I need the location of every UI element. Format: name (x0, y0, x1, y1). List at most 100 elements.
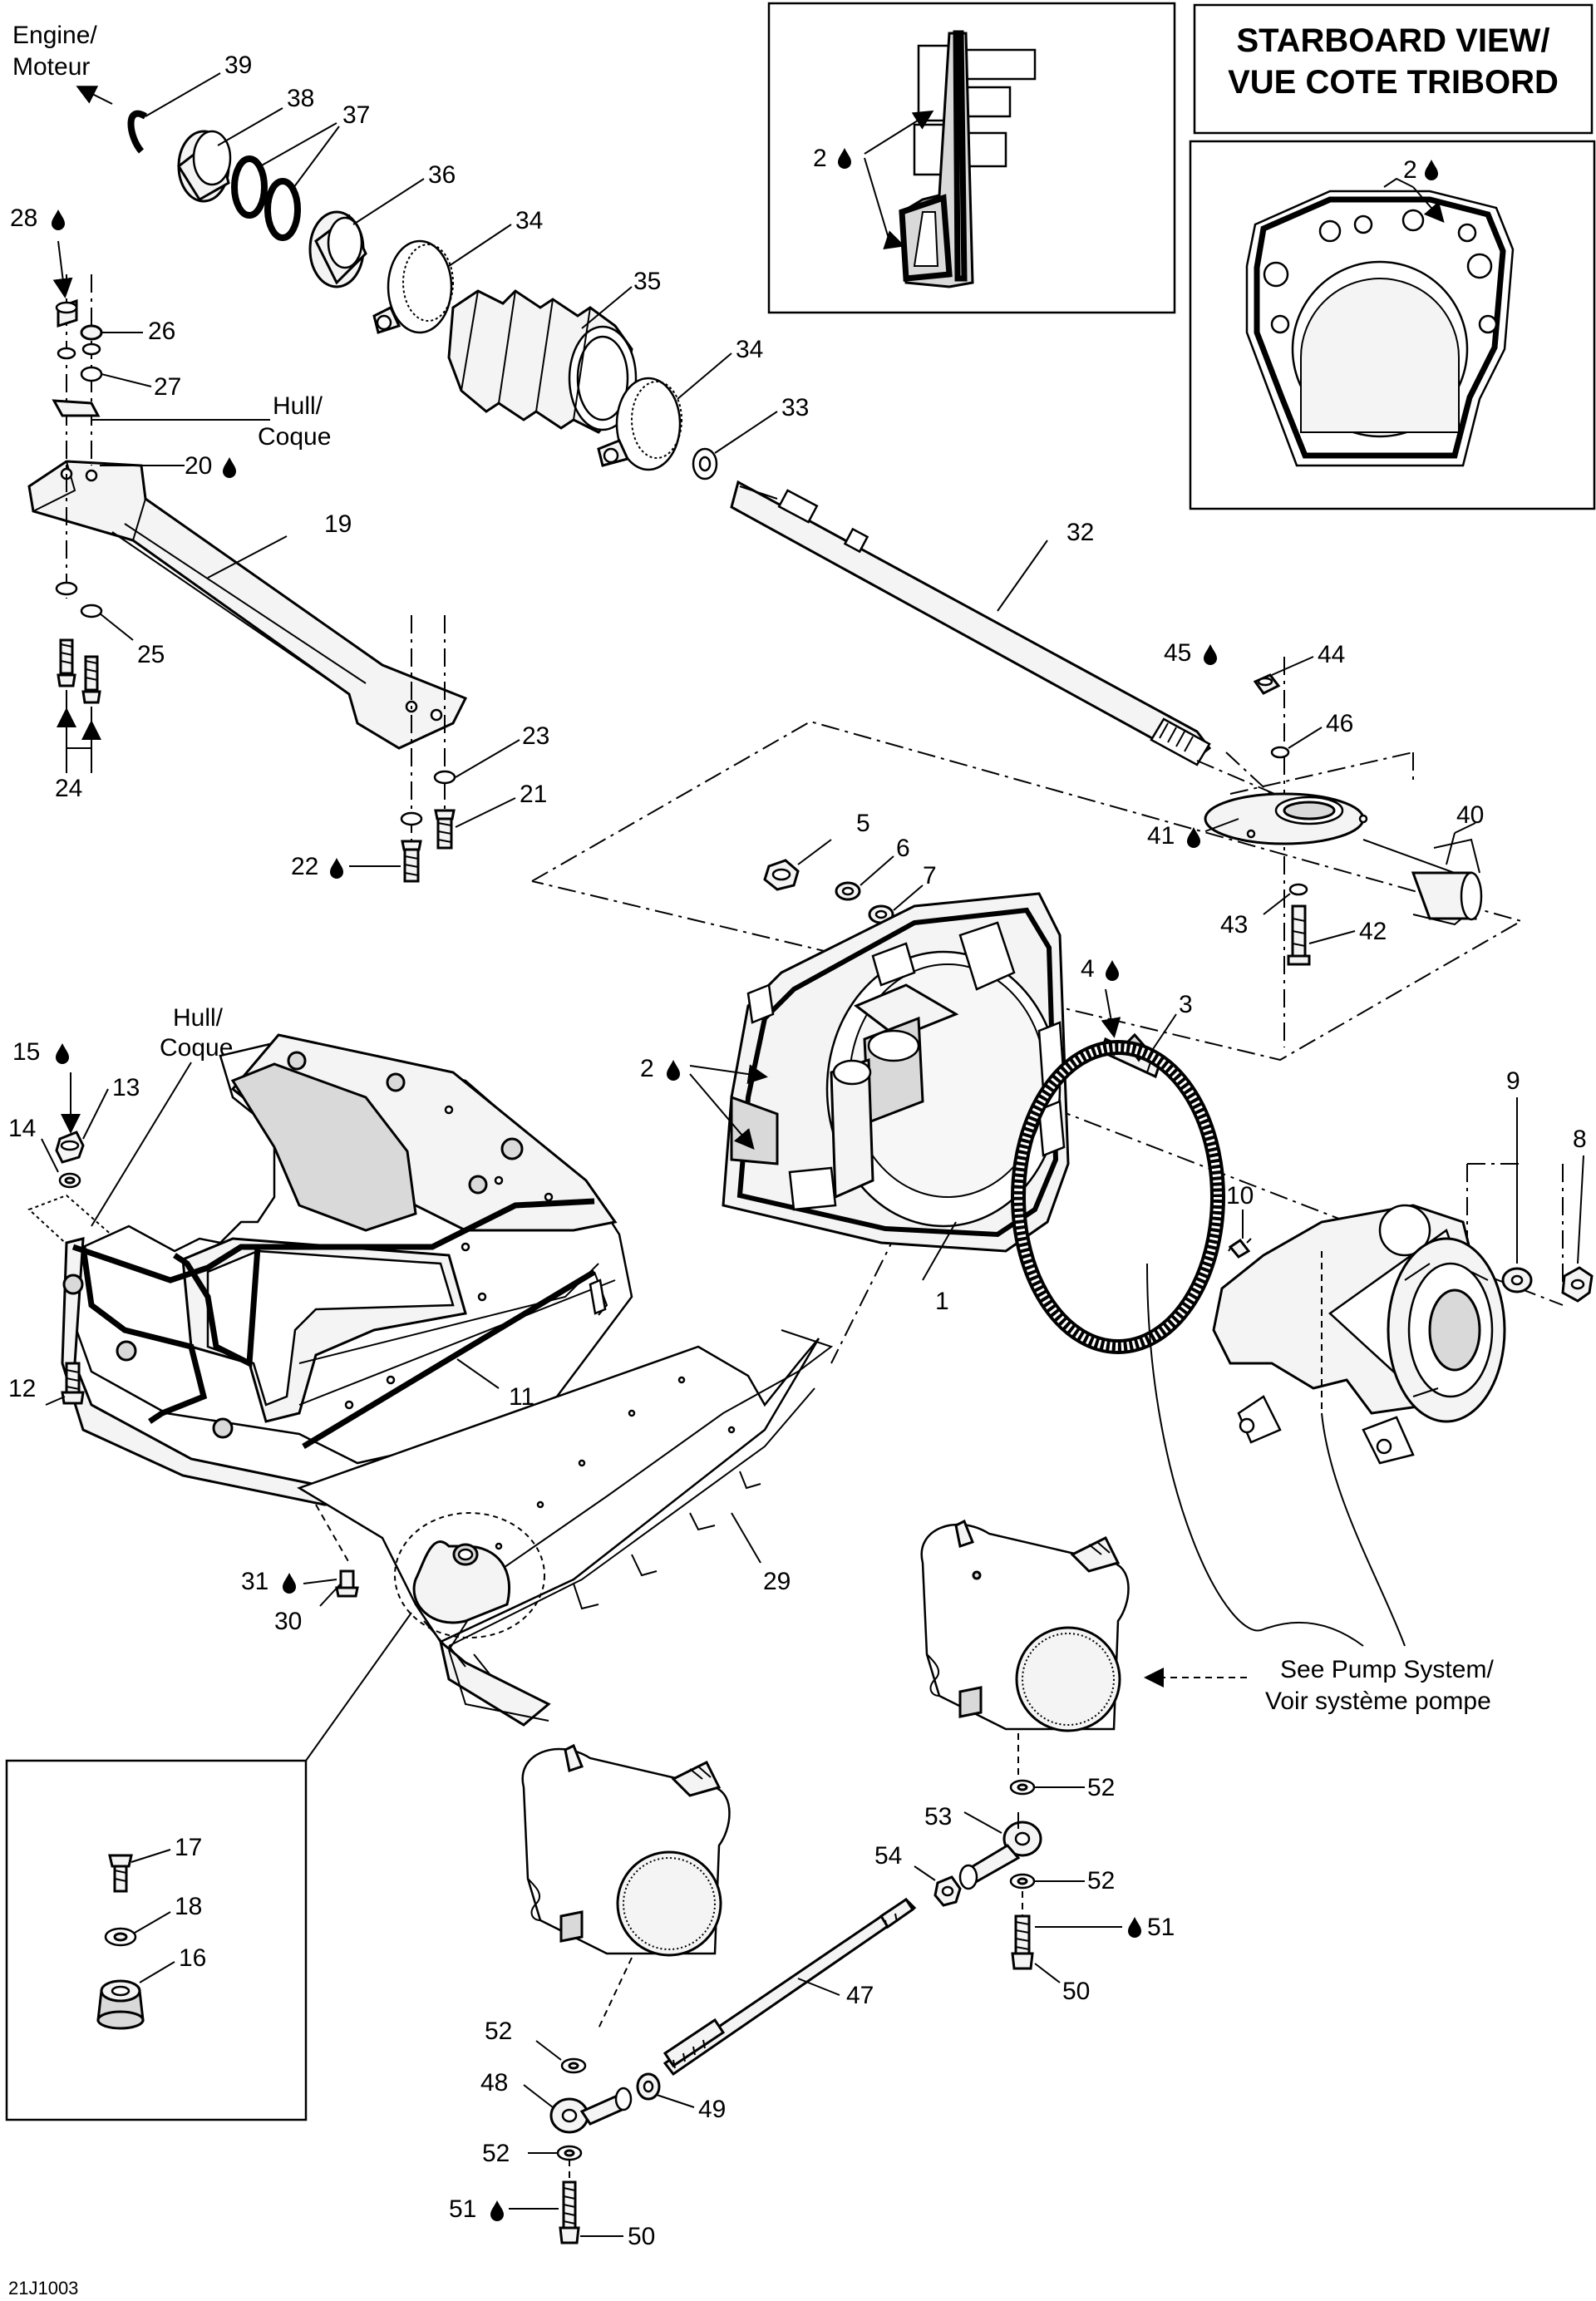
fastener-stack-bottom-left: 25 24 (55, 581, 165, 802)
part-34-clamp-upper: 34 (372, 207, 543, 334)
starboard-title-line2: VUE COTE TRIBORD (1228, 64, 1559, 101)
callout-hull-line2: Coque (258, 423, 331, 451)
callout-2-side: 2 (813, 145, 827, 172)
part-37-o-rings: 37 (231, 101, 370, 241)
part-34-clamp-lower: 34 (597, 336, 763, 471)
callout-13: 13 (112, 1074, 140, 1101)
callout-34: 34 (736, 336, 763, 363)
callout-2-starboard: 2 (1403, 156, 1417, 184)
callout-20: 20 (185, 452, 212, 480)
callout-40: 40 (1456, 801, 1484, 829)
callout-49: 49 (698, 2096, 726, 2123)
part-32-drive-shaft: 32 (730, 480, 1212, 766)
sealant-drop-icon (1204, 644, 1217, 665)
callout-7: 7 (923, 862, 937, 889)
callout-27: 27 (154, 373, 181, 401)
nozzle-housing-lower (521, 1743, 731, 2029)
part-38-bushing: 38 (177, 85, 314, 203)
parts-13-15: 15 13 14 (8, 1038, 140, 1261)
sealant-drop-icon (56, 1043, 69, 1064)
callout-12: 12 (8, 1375, 36, 1402)
callout-21: 21 (520, 781, 547, 808)
callout-24: 24 (55, 775, 82, 802)
callout-see-pump-line1: See Pump System/ (1280, 1656, 1494, 1683)
starboard-title-line1: STARBOARD VIEW/ (1236, 22, 1549, 59)
callout-8: 8 (1573, 1126, 1587, 1153)
callout-hull-line1: Hull/ (173, 1004, 224, 1032)
callout-46: 46 (1326, 710, 1353, 737)
part-20-label: 20 (100, 452, 236, 480)
callout-6: 6 (896, 835, 910, 862)
sealant-drop-icon (1106, 960, 1119, 981)
callout-50: 50 (628, 2223, 655, 2250)
callout-4: 4 (1081, 955, 1095, 983)
callout-30: 30 (274, 1608, 302, 1635)
part-ring (1011, 1040, 1225, 1354)
callout-41: 41 (1147, 822, 1175, 850)
callout-52: 52 (482, 2140, 510, 2167)
callout-33: 33 (781, 394, 809, 421)
sealant-drop-icon (490, 2200, 504, 2221)
callout-see-pump-line2: Voir système pompe (1265, 1688, 1491, 1715)
callout-engine-line2: Moteur (12, 53, 90, 81)
hull-label-top: Hull/ Coque (91, 392, 331, 451)
callout-engine-line1: Engine/ (12, 22, 97, 49)
callout-45: 45 (1164, 639, 1191, 667)
part-39-ring: 39 (127, 52, 252, 154)
sealant-drop-icon (1128, 1917, 1141, 1938)
callout-15: 15 (12, 1038, 40, 1066)
fastener-stack-bottom-bracket: 23 21 22 (291, 615, 549, 883)
callout-51: 51 (1147, 1914, 1175, 1941)
callout-31: 31 (241, 1568, 268, 1595)
part-11-ride-plate-seal: 11 (61, 1033, 633, 1506)
callout-54: 54 (874, 1842, 902, 1870)
callout-43: 43 (1220, 911, 1248, 939)
pump-housing (1212, 1204, 1506, 1465)
parts-5-7: 5 6 7 (763, 810, 937, 924)
callout-37: 37 (342, 101, 370, 129)
callout-44: 44 (1318, 641, 1345, 668)
see-pump-note: See Pump System/ Voir système pompe (1144, 1263, 1494, 1715)
callout-23: 23 (522, 722, 549, 750)
sealant-drop-icon (283, 1573, 296, 1594)
fastener-stack-left: 28 26 27 (10, 204, 181, 599)
linkage-lower: 47 49 52 48 52 51 50 (449, 1897, 917, 2250)
callout-53: 53 (924, 1803, 952, 1830)
callout-17: 17 (175, 1834, 202, 1861)
callout-52: 52 (1087, 1774, 1115, 1801)
parts-30-31: 31 30 (241, 1504, 359, 1635)
side-view-inset: 2 (767, 2, 1176, 314)
linkage-right: 52 53 54 52 51 50 (874, 1774, 1175, 2005)
parts-8-10: 10 9 8 (1226, 1067, 1594, 1303)
callout-28: 28 (10, 204, 37, 232)
callout-29: 29 (763, 1568, 791, 1595)
part-12-bolt: 12 (8, 1362, 85, 1406)
callout-2: 2 (640, 1055, 654, 1082)
hull-label-mid: Hull/ Coque (91, 1004, 233, 1227)
callout-14: 14 (8, 1115, 36, 1142)
callout-5: 5 (856, 810, 870, 837)
callout-19: 19 (324, 510, 352, 538)
callout-25: 25 (137, 641, 165, 668)
callout-50: 50 (1062, 1978, 1090, 2005)
part-19-support: 19 (27, 460, 468, 750)
callout-52: 52 (485, 2018, 512, 2045)
callout-18: 18 (175, 1893, 202, 1920)
part-33-spacer: 33 (692, 394, 809, 480)
drawing-code: 21J1003 (8, 2278, 78, 2299)
callout-39: 39 (224, 52, 252, 79)
callout-51: 51 (449, 2195, 476, 2223)
callout-48: 48 (480, 2069, 508, 2097)
callout-47: 47 (846, 1982, 874, 2009)
starboard-view-inset: STARBOARD VIEW/ VUE COTE TRIBORD 2 (1189, 3, 1596, 510)
callout-32: 32 (1066, 519, 1094, 546)
callout-3: 3 (1179, 991, 1193, 1018)
callout-1: 1 (935, 1288, 949, 1315)
sealant-drop-icon (52, 209, 65, 230)
callout-38: 38 (287, 85, 314, 112)
callout-42: 42 (1359, 918, 1387, 945)
engine-label: Engine/ Moteur (12, 22, 113, 105)
callout-35: 35 (633, 268, 661, 295)
part-35-bellows: 35 (447, 268, 661, 434)
